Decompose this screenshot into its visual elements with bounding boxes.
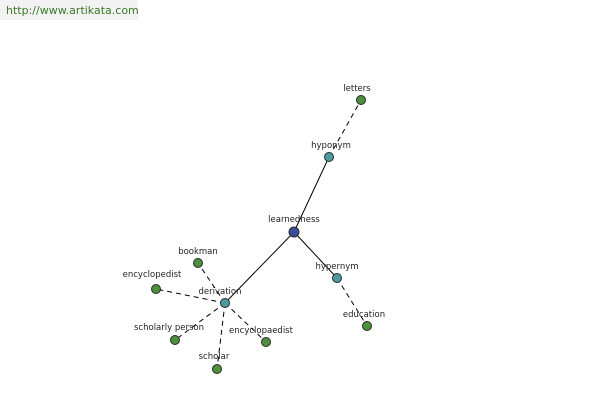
node-hypernym[interactable] [332, 273, 342, 283]
node-scholarly-person[interactable] [170, 335, 180, 345]
node-letters[interactable] [356, 95, 366, 105]
label-encyclopaedist: encyclopaedist [229, 326, 294, 336]
edge-learnedness-hypernym [293, 231, 338, 279]
source-link[interactable]: http://www.artikata.com [0, 0, 139, 20]
label-encyclopedist: encyclopedist [123, 270, 182, 280]
nodes-layer [151, 95, 372, 374]
node-encyclopedist[interactable] [151, 284, 161, 294]
edge-derivation-scholar [216, 302, 226, 370]
edge-learnedness-derivation [224, 231, 295, 304]
edges-layer [155, 99, 368, 370]
edge-hyponym-letters [328, 99, 362, 158]
node-learnedness[interactable] [288, 226, 300, 238]
node-encyclopaedist[interactable] [261, 337, 271, 347]
node-bookman[interactable] [193, 258, 203, 268]
edge-derivation-encyclopedist [155, 288, 226, 304]
labels-layer: learnedness hyponym letters hypernym educati… [123, 84, 385, 362]
node-education[interactable] [362, 321, 372, 331]
label-hyponym: hyponym [311, 141, 351, 151]
edge-derivation-scholarly-person [174, 302, 226, 341]
label-education: education [343, 310, 385, 320]
label-derivation: derivation [198, 287, 241, 297]
edge-learnedness-hyponym [293, 156, 330, 233]
edge-hypernym-education [336, 277, 368, 327]
label-letters: letters [343, 84, 371, 94]
label-learnedness: learnedness [268, 215, 320, 225]
edge-derivation-encyclopaedist [224, 302, 267, 343]
node-derivation[interactable] [220, 298, 230, 308]
label-hypernym: hypernym [315, 262, 358, 272]
edge-derivation-bookman [197, 262, 226, 304]
node-hyponym[interactable] [324, 152, 334, 162]
label-bookman: bookman [178, 247, 218, 257]
label-scholar: scholar [199, 352, 230, 362]
label-scholarly-person: scholarly person [134, 323, 204, 333]
node-scholar[interactable] [212, 364, 222, 374]
